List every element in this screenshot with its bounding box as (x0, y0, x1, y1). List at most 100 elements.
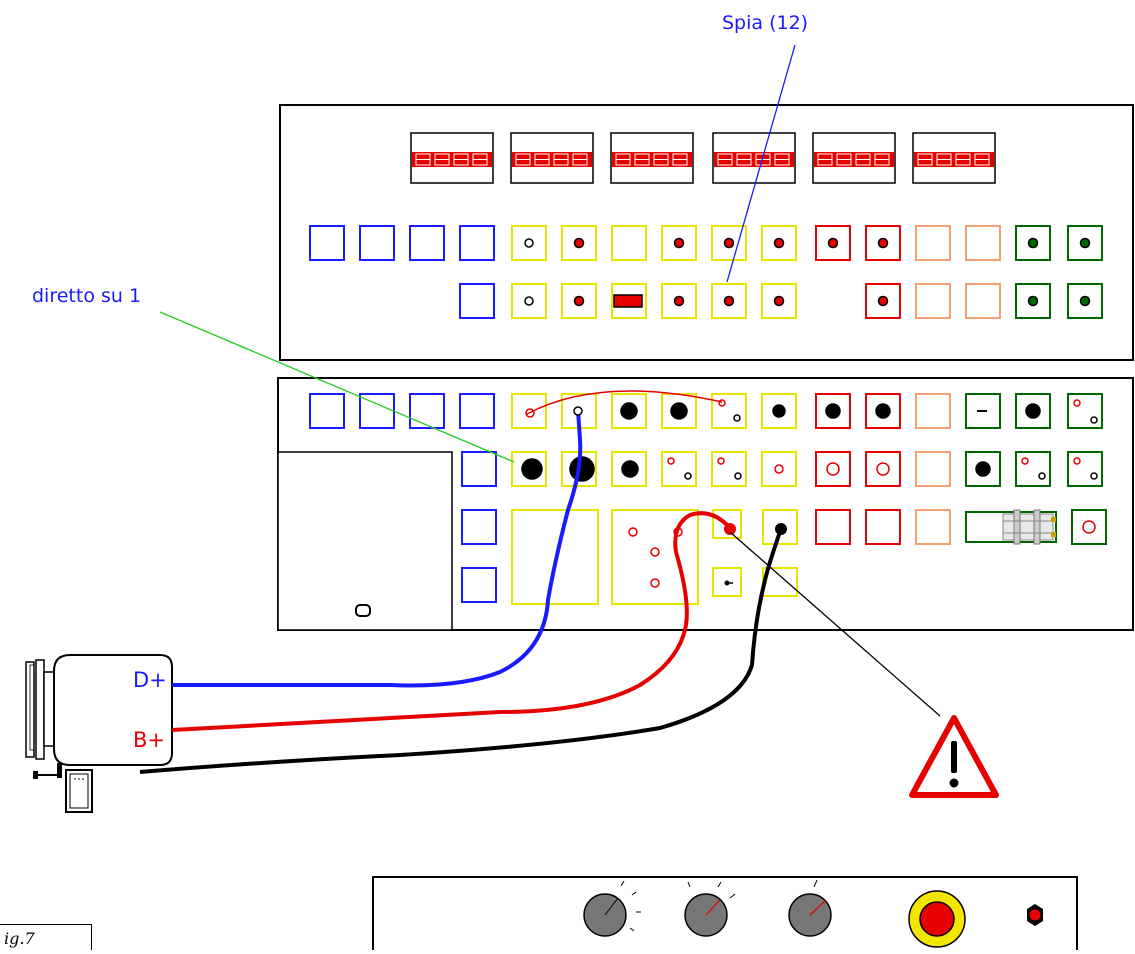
terminal-socket (621, 460, 639, 478)
top-panel-row-1 (309, 225, 1103, 261)
panel-square (865, 225, 901, 261)
digital-displays (410, 132, 996, 184)
terminal-socket (569, 456, 595, 482)
terminal-socket (1021, 457, 1029, 465)
panel-square (1067, 451, 1103, 487)
terminal-socket (1027, 237, 1039, 249)
panel-square (511, 225, 547, 261)
panel-square (965, 393, 1001, 429)
panel-square (1015, 393, 1051, 429)
panel-square (661, 283, 697, 319)
display-readout (814, 152, 894, 167)
red-bridge-wire (526, 390, 723, 415)
terminal-socket (684, 472, 692, 480)
rotary-knob-2[interactable] (684, 881, 736, 937)
panel-square (611, 451, 647, 487)
terminal-socket (573, 295, 585, 307)
panel-square (309, 393, 345, 429)
terminal-socket (877, 237, 889, 249)
terminal-socket (521, 458, 543, 480)
panel-square (459, 393, 495, 429)
bottom-control-panel (372, 876, 1078, 954)
panel-square (409, 225, 445, 261)
terminal-socket (670, 402, 688, 420)
panel-square (611, 283, 647, 319)
top-panel-row-2 (459, 283, 1103, 319)
terminal-socket (524, 296, 534, 306)
panel-square (965, 225, 1001, 261)
indicator-lamp (1027, 904, 1043, 926)
diretto-leader-line (159, 311, 515, 463)
terminal-b-plus-label: B+ (133, 728, 166, 752)
panel-square (1015, 451, 1051, 487)
terminal-socket (975, 461, 991, 477)
panel-square (511, 283, 547, 319)
blue-wire-d-plus (172, 409, 583, 688)
yellow-block-right (611, 509, 699, 605)
display-readout (714, 152, 794, 167)
compartment-latch-icon (355, 604, 371, 617)
spia-label: Spia (12) (722, 12, 809, 34)
panel-square (561, 283, 597, 319)
panel-square (711, 451, 747, 487)
terminal-socket (875, 403, 891, 419)
panel-square (461, 451, 497, 487)
terminal-socket (620, 402, 638, 420)
panel-square (1015, 225, 1051, 261)
terminal-socket (1025, 403, 1041, 419)
panel-square (1015, 283, 1051, 319)
display-readout (512, 152, 592, 167)
panel-square (761, 393, 797, 429)
terminal-socket (733, 414, 741, 422)
panel-square (459, 225, 495, 261)
terminal-socket (877, 295, 889, 307)
terminal-socket (1079, 295, 1091, 307)
terminal-socket (1027, 295, 1039, 307)
emergency-stop-button[interactable] (908, 890, 966, 948)
panel-square (611, 225, 647, 261)
terminal-socket (673, 237, 685, 249)
red-wire-b-plus (171, 511, 732, 732)
terminal-socket (723, 295, 735, 307)
panel-square (915, 451, 951, 487)
terminal-socket (1079, 237, 1091, 249)
terminal-socket (827, 237, 839, 249)
terminal-socket (734, 472, 742, 480)
panel-square (511, 393, 547, 429)
terminal-socket (723, 237, 735, 249)
panel-square (965, 283, 1001, 319)
warning-triangle-icon (909, 715, 999, 798)
terminal-socket (1073, 457, 1081, 465)
panel-square (915, 225, 951, 261)
panel-square (309, 225, 345, 261)
panel-square (761, 451, 797, 487)
panel-square (815, 451, 851, 487)
rotary-knob-3[interactable] (788, 879, 832, 937)
fuse-connector-icon (1002, 509, 1056, 545)
panel-square (815, 225, 851, 261)
terminal-socket (1038, 472, 1046, 480)
panel-square (461, 567, 497, 603)
terminal-socket (772, 404, 786, 418)
panel-square (561, 225, 597, 261)
terminal-socket (524, 238, 534, 248)
top-panel (279, 104, 1134, 361)
alternator (25, 654, 173, 813)
wiring (139, 390, 787, 774)
rotary-knob-1[interactable] (583, 880, 641, 937)
terminal-socket (774, 464, 784, 474)
display-readout (914, 152, 994, 167)
panel-square (711, 393, 747, 429)
terminal-socket (717, 457, 725, 465)
spia-leader-line (726, 44, 796, 283)
panel-square (815, 393, 851, 429)
display-readout (412, 152, 492, 167)
panel-square (965, 451, 1001, 487)
terminal-socket (876, 462, 890, 476)
figure-caption-box: ig.7 (0, 924, 92, 950)
terminal-socket (667, 457, 675, 465)
panel-square (915, 283, 951, 319)
terminal-socket (826, 462, 840, 476)
